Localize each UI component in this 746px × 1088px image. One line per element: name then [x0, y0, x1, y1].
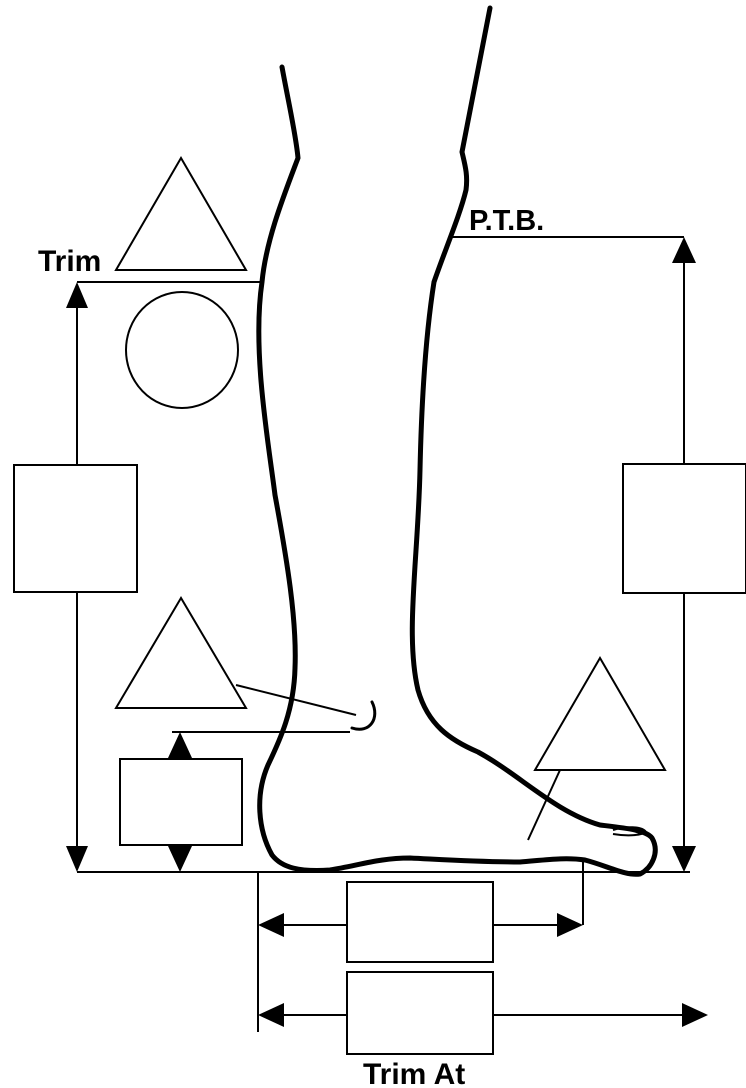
trim-at-label: Trim At: [363, 1058, 465, 1088]
arrowhead-up: [168, 732, 192, 758]
foot-length-entry-box[interactable]: [346, 971, 494, 1055]
arrowhead-left: [258, 913, 284, 937]
leg-back-contour: [256, 5, 658, 877]
circle-entry-field[interactable]: [125, 291, 239, 409]
left-height-entry-box[interactable]: [13, 464, 138, 593]
arrowhead-down: [672, 846, 696, 872]
ptb-label: P.T.B.: [469, 205, 544, 237]
ptb-height-entry-box[interactable]: [622, 463, 746, 594]
arrowhead-right: [557, 913, 583, 937]
big-toe-nail: [612, 826, 648, 837]
toe-triangle-leader: [527, 769, 561, 841]
arrowhead-left: [258, 1003, 284, 1027]
heel-to-ball-entry-box[interactable]: [346, 881, 494, 963]
ankle-triangle-symbol: [114, 596, 248, 709]
arrowhead-up: [672, 237, 696, 263]
arrowhead-up: [66, 282, 88, 308]
arrowhead-down: [168, 846, 192, 872]
trim-triangle-symbol: [114, 156, 248, 271]
toe-triangle-symbol: [533, 656, 667, 771]
trim-label: Trim: [38, 245, 101, 278]
ankle-bone-curve: [350, 700, 377, 731]
ankle-height-entry-box[interactable]: [119, 758, 243, 846]
arrowhead-right: [682, 1003, 708, 1027]
arrowhead-down: [66, 846, 88, 872]
ankle-triangle-leader: [235, 684, 357, 716]
leg-outline: [256, 5, 658, 877]
